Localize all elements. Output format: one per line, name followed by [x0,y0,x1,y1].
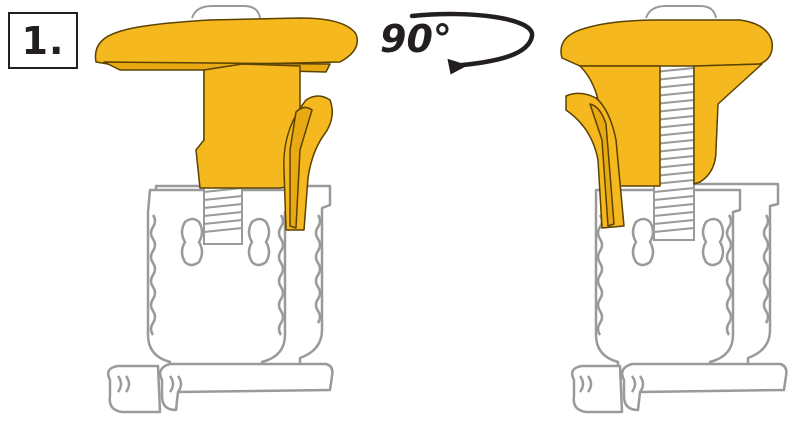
rotation-arrow-icon [409,11,535,75]
clamp-before-rotation [94,5,358,414]
clamp-frame-right [571,182,788,414]
clamp-after-rotation [560,5,788,414]
rotation-angle-label: 90° [380,17,452,61]
clamp-cap-right [560,5,773,229]
step-number: 1. [21,18,65,63]
step-number-box: 1. [8,12,78,69]
clamp-cap-left [94,5,358,231]
clamp-frame-left [107,184,334,414]
